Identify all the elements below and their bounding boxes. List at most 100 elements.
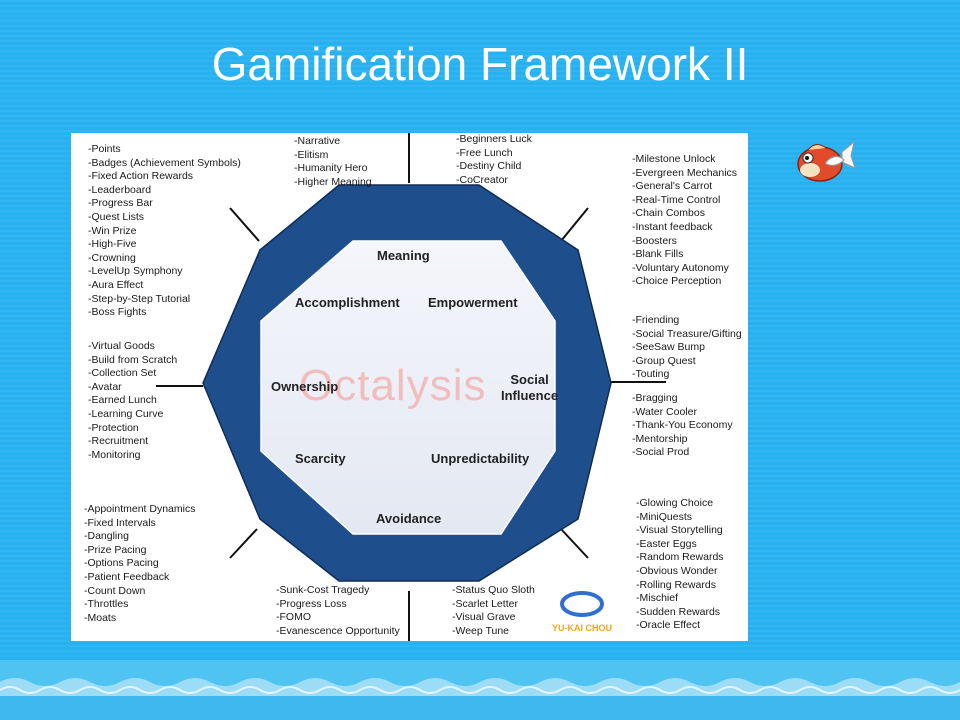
list-item: -Free Lunch	[456, 146, 513, 159]
list-item: -Prize Pacing	[84, 543, 147, 556]
list-item: -Visual Grave	[452, 611, 516, 624]
logo-text: YU-KAI CHOU	[552, 623, 612, 633]
list-item: -Choice Perception	[632, 275, 722, 288]
list-item: -Progress Bar	[88, 197, 153, 210]
list-item: -Blank Fills	[632, 248, 684, 261]
list-item: -Destiny Child	[456, 160, 522, 173]
list-item: -Milestone Unlock	[632, 153, 716, 165]
list-item: -High-Five	[88, 238, 137, 251]
wave-pattern	[0, 678, 960, 720]
list-item: -Step-by-Step Tutorial	[88, 292, 191, 305]
octalysis-figure: Octalysis Meaning Accomplishment Empower…	[71, 133, 748, 641]
list-item: -Boosters	[632, 234, 677, 247]
core-scarcity: Scarcity	[295, 451, 346, 466]
list-item: -Dangling	[84, 530, 129, 543]
list-item: -Friending	[632, 314, 680, 326]
list-item: -Monitoring	[88, 448, 141, 461]
list-social-bottom: -Bragging-Water Cooler-Thank-You Economy…	[632, 392, 733, 460]
fish-icon	[796, 138, 856, 191]
list-item: -Thank-You Economy	[632, 419, 733, 432]
list-item: -Scarlet Letter	[452, 597, 518, 610]
list-item: -Visual Storytelling	[636, 524, 723, 537]
list-accomplishment: -Points-Badges (Achievement Symbols)-Fix…	[88, 143, 241, 320]
list-item: -Aura Effect	[88, 278, 144, 291]
list-item: -FOMO	[276, 611, 311, 624]
list-avoidance-right: -Status Quo Sloth-Scarlet Letter-Visual …	[452, 584, 535, 638]
list-item: -Mentorship	[632, 432, 688, 445]
list-item: -Crowning	[88, 251, 136, 264]
list-item: -Random Rewards	[636, 551, 724, 564]
list-item: -Badges (Achievement Symbols)	[88, 156, 241, 169]
list-item: -Bragging	[632, 392, 678, 404]
core-empowerment: Empowerment	[428, 295, 518, 310]
list-item: -Weep Tune	[452, 624, 510, 637]
list-item: -General's Carrot	[632, 180, 713, 193]
core-social-influence: Social Influence	[501, 372, 558, 404]
logo-mark	[560, 591, 604, 617]
list-item: -Points	[88, 143, 121, 155]
list-item: -Win Prize	[88, 224, 137, 237]
spoke-lines	[156, 133, 666, 641]
wave-footer	[0, 660, 960, 720]
list-item: -Moats	[84, 611, 117, 624]
list-item: -Social Prod	[632, 446, 690, 459]
list-item: -Fixed Intervals	[84, 516, 156, 529]
list-item: -Patient Feedback	[84, 570, 170, 583]
list-meaning-right: -Beginners Luck-Free Lunch-Destiny Child…	[456, 133, 532, 187]
core-unpredictability: Unpredictability	[431, 451, 530, 466]
core-accomplishment: Accomplishment	[295, 295, 400, 310]
list-item: -CoCreator	[456, 173, 508, 186]
list-item: -Options Pacing	[84, 557, 159, 570]
list-item: -Fixed Action Rewards	[88, 170, 194, 183]
list-item: -Mischief	[636, 592, 679, 605]
list-item: -Voluntary Autonomy	[632, 261, 729, 274]
list-item: -Virtual Goods	[88, 340, 155, 352]
list-item: -Appointment Dynamics	[84, 503, 196, 515]
octagon-graphic	[156, 133, 666, 641]
list-item: -Humanity Hero	[294, 162, 368, 175]
list-item: -Status Quo Sloth	[452, 584, 535, 596]
core-ownership: Ownership	[271, 379, 339, 394]
list-item: -Earned Lunch	[88, 394, 157, 407]
list-item: -Group Quest	[632, 354, 696, 367]
list-item: -Evergreen Mechanics	[632, 166, 738, 179]
core-meaning: Meaning	[377, 248, 430, 263]
list-item: -Sudden Rewards	[636, 605, 721, 618]
list-item: -Avatar	[88, 380, 122, 393]
list-item: -Evanescence Opportunity	[276, 624, 400, 637]
list-item: -Progress Loss	[276, 597, 347, 610]
list-scarcity: -Appointment Dynamics-Fixed Intervals-Da…	[84, 503, 195, 625]
list-item: -Obvious Wonder	[636, 564, 718, 577]
list-meaning: -Narrative-Elitism-Humanity Hero-Higher …	[294, 135, 372, 189]
list-item: -Rolling Rewards	[636, 578, 716, 591]
list-unpredictability: -Glowing Choice-MiniQuests-Visual Storyt…	[636, 497, 724, 633]
list-item: -Narrative	[294, 135, 341, 147]
list-item: -Glowing Choice	[636, 497, 714, 509]
list-item: -Throttles	[84, 598, 129, 611]
list-item: -LevelUp Symphony	[88, 265, 183, 278]
list-item: -Chain Combos	[632, 207, 705, 220]
list-item: -Build from Scratch	[88, 353, 178, 366]
list-item: -Elitism	[294, 148, 329, 161]
octalysis-watermark: Octalysis	[299, 361, 487, 410]
list-item: -MiniQuests	[636, 510, 693, 523]
list-item: -Oracle Effect	[636, 619, 700, 632]
list-item: -SeeSaw Bump	[632, 341, 705, 354]
list-item: -Higher Meaning	[294, 175, 372, 188]
list-item: -Quest Lists	[88, 210, 145, 223]
list-item: -Real-Time Control	[632, 193, 721, 206]
list-item: -Count Down	[84, 584, 146, 597]
list-item: -Touting	[632, 368, 670, 381]
core-social-line-1: Social	[510, 372, 549, 387]
list-item: -Water Cooler	[632, 405, 697, 418]
list-item: -Collection Set	[88, 367, 157, 380]
list-item: -Instant feedback	[632, 220, 713, 233]
list-social-top: -Friending-Social Treasure/Gifting-SeeSa…	[632, 314, 742, 382]
list-item: -Beginners Luck	[456, 133, 532, 145]
list-item: -Recruitment	[88, 435, 149, 448]
list-item: -Learning Curve	[88, 407, 164, 420]
list-item: -Easter Eggs	[636, 537, 697, 550]
list-avoidance-left: -Sunk-Cost Tragedy-Progress Loss-FOMO-Ev…	[276, 584, 400, 638]
list-item: -Boss Fights	[88, 306, 147, 319]
slide-title: Gamification Framework II	[211, 38, 749, 90]
